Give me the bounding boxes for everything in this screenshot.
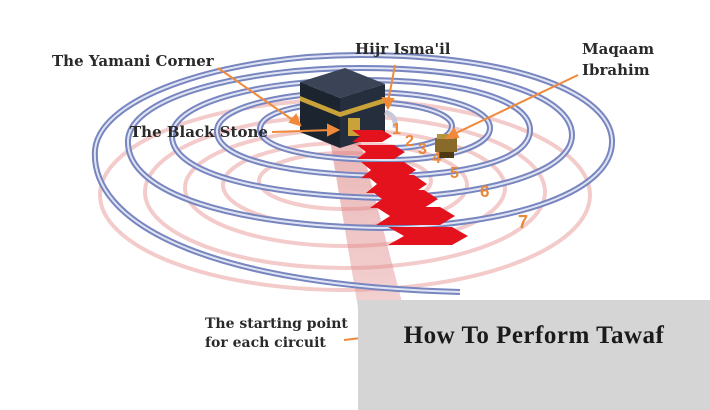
- chevron: [361, 162, 416, 178]
- maqaam-ibrahim-icon: [435, 134, 457, 158]
- circuit-chevrons: [352, 130, 468, 245]
- chevron: [352, 130, 392, 142]
- starting-point-label-line1: The starting point: [205, 316, 348, 332]
- starting-point-label-line2: for each circuit: [205, 335, 326, 351]
- circuit-numbers: 1 2 3 4 5 6 7: [392, 121, 528, 232]
- circuit-number-6: 6: [480, 182, 489, 201]
- maqaam-ibrahim-label-line1: Maqaam: [582, 40, 654, 58]
- circuit-number-5: 5: [450, 165, 459, 182]
- circuit-number-4: 4: [432, 150, 441, 167]
- chevron: [366, 175, 427, 193]
- title-box: How To Perform Tawaf: [358, 300, 710, 410]
- maqaam-ibrahim-label-line2: Ibrahim: [582, 61, 650, 79]
- circuit-number-1: 1: [392, 121, 401, 138]
- hijr-ismail-icon: [384, 109, 398, 129]
- circuit-number-7: 7: [518, 212, 528, 232]
- diagram-title: How To Perform Tawaf: [403, 322, 665, 349]
- chevron: [388, 227, 468, 245]
- circuit-number-3: 3: [418, 141, 427, 158]
- black-stone-label: The Black Stone: [130, 123, 268, 141]
- chevron: [357, 145, 405, 159]
- yamani-corner-label: The Yamani Corner: [52, 52, 215, 70]
- chevron: [376, 207, 455, 225]
- circuit-number-2: 2: [405, 133, 414, 150]
- hijr-ismail-label: Hijr Isma'il: [355, 40, 451, 58]
- chevron: [370, 190, 438, 208]
